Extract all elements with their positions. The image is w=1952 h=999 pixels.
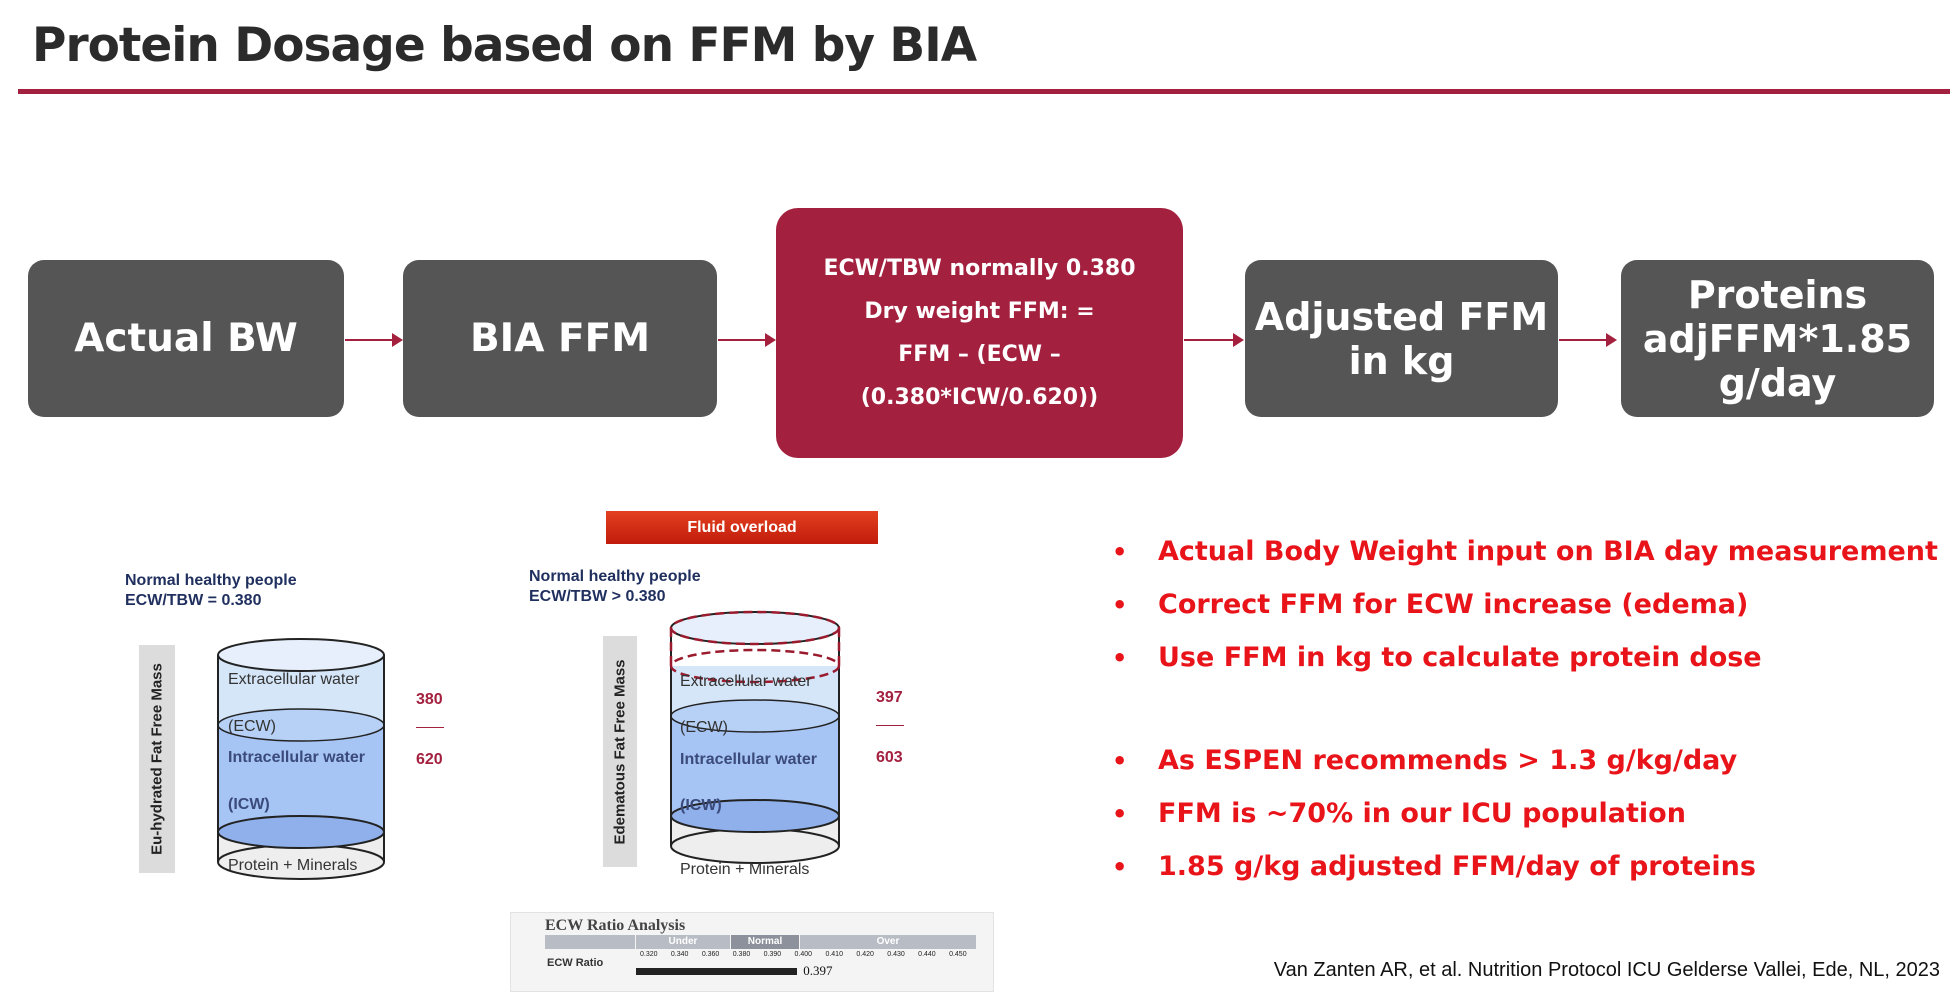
normal-icw-label: Intracellular water [228, 749, 365, 766]
bullet-item: •As ESPEN recommends > 1.3 g/kg/day [1112, 741, 1756, 794]
bullet-dot: • [1112, 591, 1128, 619]
eu-hydrated-label: Eu-hydrated Fat Free Mass [148, 663, 166, 855]
ecw-tick-label: 0.360 [701, 951, 720, 958]
normal-ecw-label: Extracellular water [228, 671, 360, 688]
bullet-dot: • [1112, 800, 1128, 828]
ecw-tick-label: 0.320 [640, 951, 658, 958]
actual-bw-label: Actual BW [74, 316, 298, 361]
bullet-list-top: •Actual Body Weight input on BIA day mea… [1112, 532, 1938, 691]
normal-ratio-divider [416, 727, 444, 728]
ecw-header-under: Under [636, 935, 730, 949]
eu-hydrated-label-box: Eu-hydrated Fat Free Mass [139, 645, 175, 873]
proteins-line-3: g/day [1718, 360, 1837, 405]
edematous-label: Edematous Fat Free Mass [611, 658, 629, 845]
edematous-caption: Normal healthy people ECW/TBW > 0.380 [529, 567, 701, 607]
bullet-dot: • [1112, 538, 1128, 566]
ecw-tick-label: 0.390 [763, 951, 782, 958]
edematous-ecw-abbr: (ECW) [680, 719, 728, 736]
formula-line-2: Dry weight FFM: = [864, 299, 1095, 324]
normal-icw-value: 620 [416, 751, 443, 768]
arrow-1 [345, 333, 403, 347]
bia-ffm-label: BIA FFM [469, 316, 651, 361]
normal-base-label: Protein + Minerals [228, 857, 358, 874]
fluid-overload-banner: Fluid overload [606, 511, 878, 544]
edematous-label-box: Edematous Fat Free Mass [603, 636, 637, 867]
formula-line-3: FFM – (ECW – (0.380*ICW/0.620)) [860, 342, 1099, 410]
normal-caption: Normal healthy people ECW/TBW = 0.380 [125, 571, 297, 611]
normal-caption-line-1: Normal healthy people [125, 572, 297, 589]
bullet-item: •FFM is ~70% in our ICU population [1112, 794, 1756, 847]
ecw-tick-label: 0.420 [856, 951, 874, 958]
edematous-icw-abbr: (ICW) [680, 797, 722, 814]
ecw-tick-label: 0.440 [918, 951, 936, 958]
edematous-ecw-label: Extracellular water [680, 673, 812, 690]
normal-ecw-abbr: (ECW) [228, 718, 276, 735]
adjusted-line-2: in kg [1348, 338, 1455, 383]
formula-box: ECW/TBW normally 0.380 Dry weight FFM: =… [776, 208, 1183, 458]
proteins-line-1: Proteins [1687, 272, 1868, 317]
proteins-line-2: adjFFM*1.85 [1642, 316, 1913, 361]
ecw-row-label: ECW Ratio [547, 957, 604, 969]
ecw-header-normal: Normal [731, 935, 799, 949]
edematous-icw-label: Intracellular water [680, 751, 817, 768]
arrow-4 [1559, 333, 1617, 347]
ecw-tick-label: 0.400 [794, 951, 813, 958]
bia-ffm-box: BIA FFM [403, 260, 717, 417]
bullet-list-bottom: •As ESPEN recommends > 1.3 g/kg/day •FFM… [1112, 741, 1756, 900]
bullet-item: •Use FFM in kg to calculate protein dose [1112, 638, 1938, 691]
ecw-tick-label: 0.340 [670, 951, 689, 958]
bullet-dot: • [1112, 644, 1128, 672]
adjusted-line-1: Adjusted FFM [1254, 294, 1549, 339]
edematous-caption-line-1: Normal healthy people [529, 568, 701, 585]
bullet-item: •Correct FFM for ECW increase (edema) [1112, 585, 1938, 638]
ecw-panel-title: ECW Ratio Analysis [545, 917, 686, 934]
normal-ecw-value: 380 [416, 691, 443, 708]
formula-line-1: ECW/TBW normally 0.380 [823, 256, 1136, 281]
bullet-dot: • [1112, 853, 1128, 881]
ecw-ratio-panel: ECW Ratio Analysis Under Normal Over ECW… [510, 912, 994, 992]
ecw-header-over: Over [800, 935, 976, 949]
edematous-ratio-divider [876, 725, 904, 726]
edematous-base-label: Protein + Minerals [680, 861, 810, 878]
ecw-header-spacer [545, 935, 635, 949]
page-title: Protein Dosage based on FFM by BIA [32, 18, 977, 73]
adjusted-ffm-box: Adjusted FFM in kg [1245, 260, 1558, 417]
arrow-3 [1184, 333, 1244, 347]
ecw-bar-track [636, 968, 976, 975]
bullet-item: •Actual Body Weight input on BIA day mea… [1112, 532, 1938, 585]
edematous-cylinder [669, 610, 841, 864]
edematous-ecw-value: 397 [876, 689, 903, 706]
ecw-tick-label: 0.380 [732, 951, 751, 958]
ecw-tick-label: 0.410 [825, 951, 843, 958]
ecw-ratio-value: 0.397 [803, 963, 833, 978]
reference-citation: Van Zanten AR, et al. Nutrition Protocol… [1273, 959, 1940, 981]
ecw-ratio-bar [636, 968, 798, 975]
proteins-box: Proteins adjFFM*1.85 g/day [1621, 260, 1934, 417]
ecw-tick-label: 0.430 [887, 951, 905, 958]
title-rule [18, 89, 1950, 94]
edematous-caption-line-2: ECW/TBW > 0.380 [529, 588, 666, 605]
normal-cylinder [217, 638, 385, 880]
bullet-dot: • [1112, 747, 1128, 775]
ecw-tick-label: 0.450 [949, 951, 967, 958]
arrow-2 [718, 333, 776, 347]
normal-caption-line-2: ECW/TBW = 0.380 [125, 592, 262, 609]
edematous-icw-value: 603 [876, 749, 903, 766]
actual-bw-box: Actual BW [28, 260, 344, 417]
bullet-item: •1.85 g/kg adjusted FFM/day of proteins [1112, 847, 1756, 900]
normal-icw-abbr: (ICW) [228, 796, 270, 813]
